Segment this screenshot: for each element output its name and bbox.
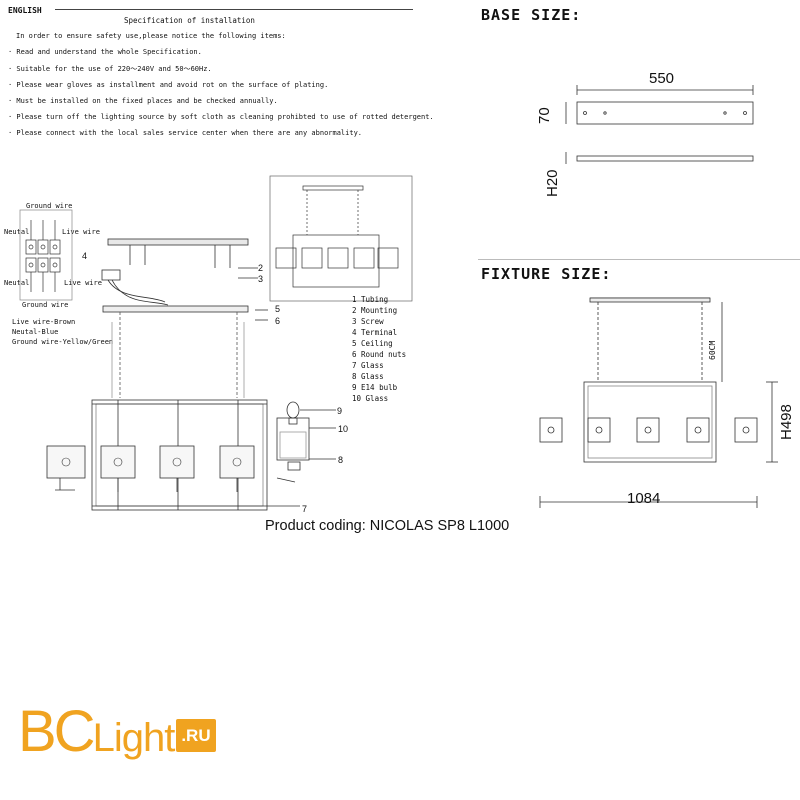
neutal-label: Neutal [4,228,30,236]
wire-color-note: Neutal-Blue [12,328,59,336]
legend-item: 7 Glass [352,361,384,370]
live-wire-label: Live wire [62,228,100,236]
logo-bc-text: BC [18,699,96,764]
legend-item: 4 Terminal [352,328,398,337]
terminal-block-icon [25,220,61,292]
legend-item: 2 Mounting [352,306,398,315]
spec-item: · Suitable for the use of 220～240V and 5… [8,65,212,73]
spec-item: · Please connect with the local sales se… [8,129,363,137]
bulb-glass-detail [267,401,336,507]
legend-item: 10 Glass [352,394,389,403]
installation-diagram: 2 3 4 5 6 7 8 9 10 [19,175,413,514]
legend-item: 6 Round nuts [352,350,407,359]
callout-3: 3 [258,274,263,284]
fixture-height-label: H498 [778,404,795,440]
fixture-size-drawing [539,297,778,508]
callout-6: 6 [275,316,280,326]
callout-8: 8 [338,455,343,465]
base-width-label: 550 [649,70,675,87]
fixture-size-title: FIXTURE SIZE: [481,265,612,283]
base-size-drawing [565,85,754,164]
spec-intro: In order to ensure safety use,please not… [16,32,286,40]
legend-item: 1 Tubing [352,295,389,304]
chain-length-label: 60CM [708,340,717,360]
section-divider [478,259,800,260]
legend-item: 8 Glass [352,372,384,381]
callout-7: 7 [302,504,307,514]
callout-5: 5 [275,304,280,314]
spec-item: · Please turn off the lighting source by… [8,113,434,121]
live-wire-label: Live wire [64,279,102,287]
base-height-label: 70 [536,107,553,124]
spec-item: · Please wear gloves as installment and … [8,81,329,89]
inset-fixture-view [269,175,413,302]
header-rule [55,9,413,10]
callout-4: 4 [82,251,87,261]
fixture-width-label: 1084 [627,490,661,507]
wiring-terminal-diagram [19,209,73,301]
product-coding: Product coding: NICOLAS SP8 L1000 [265,518,510,534]
language-label: ENGLISH [8,6,42,15]
logo-light-text: Light [92,716,176,760]
wire-color-note: Live wire-Brown [12,318,76,326]
base-size-title: BASE SIZE: [481,6,582,24]
spec-item: · Read and understand the whole Specific… [8,48,202,56]
callout-10: 10 [338,424,348,434]
glass-shade [46,445,255,479]
legend-item: 5 Ceiling [352,339,393,348]
ceiling-plate [102,305,268,321]
ceiling-mount-assembly [101,238,258,306]
logo-ru-badge: .RU [176,719,216,752]
spec-title: Specification of installation [124,16,255,25]
shade-arm [55,477,296,492]
neutal-label: Neutal [4,279,30,287]
callout-2: 2 [258,263,263,273]
ground-wire-label: Ground wire [22,301,69,309]
bclight-logo: BCLight.RU [18,698,216,765]
spec-item: · Must be installed on the fixed places … [8,97,278,105]
wire-color-note: Ground wire-Yellow/Green [12,338,114,346]
base-thickness-label: H20 [544,169,561,197]
callout-labels: 2 3 4 5 6 7 8 9 10 [82,251,348,514]
ground-wire-label: Ground wire [26,202,73,210]
callout-9: 9 [337,406,342,416]
suspension-chain [111,312,245,398]
legend-item: 9 E14 bulb [352,383,398,392]
legend-item: 3 Screw [352,317,384,326]
bulb-icon [61,457,242,467]
